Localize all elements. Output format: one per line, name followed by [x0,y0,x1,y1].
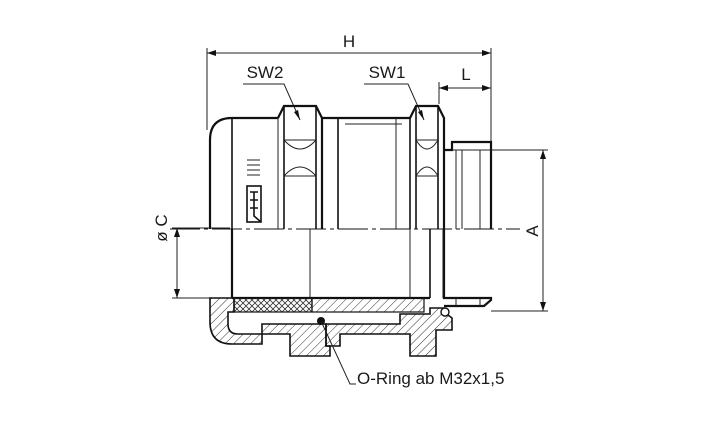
lamella-section [311,297,425,313]
sw1-leader [364,83,425,121]
oring-body [440,307,450,317]
label-h: H [343,32,355,51]
label-l: L [461,65,470,84]
dome-cap-outline [208,116,278,229]
label-a: A [523,225,542,237]
arrow-h-left [207,50,216,56]
arrow-a-bottom [540,302,546,311]
sw2-section [261,323,331,357]
sw2-leader [243,83,301,121]
dimension-lines [170,48,548,312]
arrow-h-right [482,50,491,56]
thread-end [444,140,493,229]
dome-section [209,297,263,345]
label-phi-c: ø C [152,214,171,241]
arrow-a-top [540,150,546,159]
arrow-c-top [174,228,180,237]
arrow-l-right [482,85,491,91]
gland-section [209,229,493,385]
gland-exterior [208,104,493,229]
brand-logo-icon [246,159,262,223]
body-section [325,307,453,357]
oring-leader [320,320,356,385]
label-oring-note: O-Ring ab M32x1,5 [357,369,504,388]
label-sw1: SW1 [369,63,406,82]
arrow-c-bottom [174,289,180,298]
arrow-l-left [439,85,448,91]
label-sw2: SW2 [247,63,284,82]
seal-insert [233,297,313,313]
labels: H SW2 SW1 L ø C A O-Ring ab M32x1,5 [152,32,542,388]
